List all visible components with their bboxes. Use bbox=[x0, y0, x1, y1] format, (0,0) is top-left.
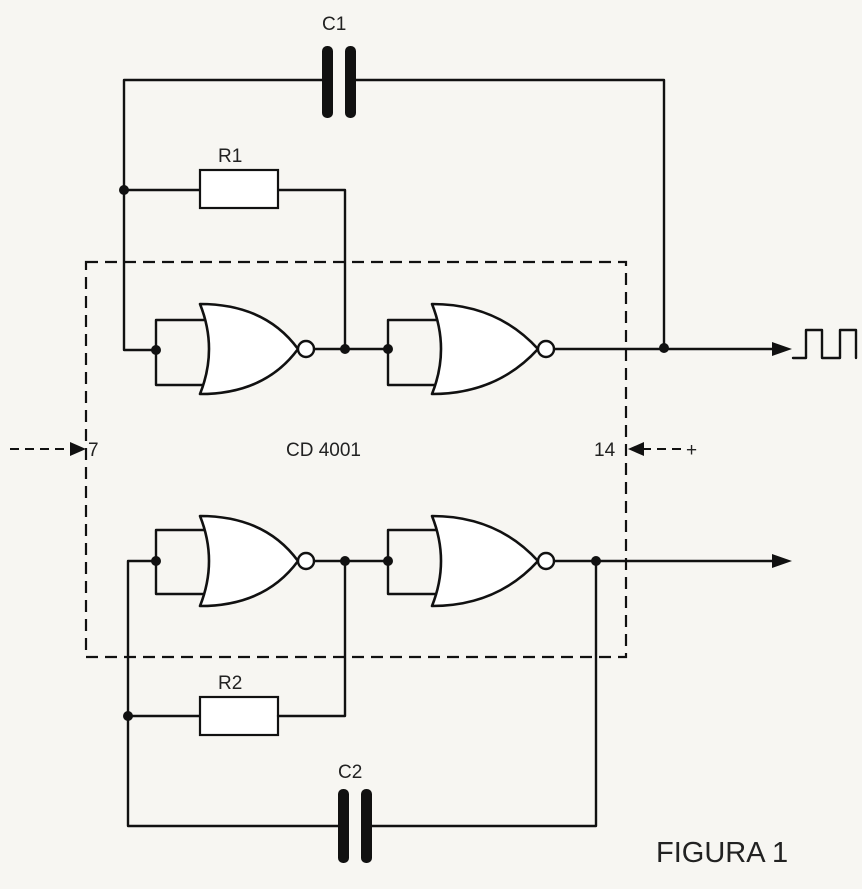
label-pin-7: 7 bbox=[88, 440, 99, 461]
square-wave-icon bbox=[791, 328, 858, 360]
nor-gate-1-bubble bbox=[296, 339, 316, 359]
junction-dot bbox=[340, 344, 350, 354]
r1-right-wire bbox=[276, 188, 347, 350]
r2-right-wire bbox=[276, 559, 347, 718]
bottom-output-arrow bbox=[772, 554, 792, 568]
ic-package-outline bbox=[84, 260, 628, 659]
junction-dot bbox=[591, 556, 601, 566]
c2-left-wire bbox=[126, 714, 342, 828]
label-plus: + bbox=[686, 440, 697, 461]
label-c1: C1 bbox=[322, 14, 346, 35]
gate2-input-bridge bbox=[386, 318, 439, 387]
nor-gate-1 bbox=[198, 302, 300, 396]
junction-dot bbox=[383, 344, 393, 354]
gate1-input-wire bbox=[122, 188, 158, 352]
nor-gate-2 bbox=[430, 302, 540, 396]
label-pin-14: 14 bbox=[594, 440, 616, 461]
junction-dot bbox=[123, 711, 133, 721]
top-output-arrow bbox=[772, 342, 792, 356]
label-ic: CD 4001 bbox=[286, 440, 361, 461]
pin7-arrow bbox=[70, 442, 86, 456]
label-r2: R2 bbox=[218, 673, 242, 694]
c2-right-wire bbox=[368, 559, 598, 828]
c1-right-wire bbox=[348, 78, 666, 350]
resistor-r1 bbox=[198, 168, 280, 210]
c1-left-wire bbox=[122, 78, 330, 192]
junction-dot bbox=[151, 345, 161, 355]
capacitor-c2 bbox=[338, 789, 372, 863]
junction-dot bbox=[151, 556, 161, 566]
nor-gate-3 bbox=[198, 514, 300, 608]
nor-gate-4-bubble bbox=[536, 551, 556, 571]
label-c2: C2 bbox=[338, 762, 362, 783]
junction-dot bbox=[383, 556, 393, 566]
junction-dot bbox=[659, 343, 669, 353]
label-r1: R1 bbox=[218, 146, 242, 167]
figure-caption: FIGURA 1 bbox=[656, 837, 788, 869]
pin14-arrow bbox=[628, 442, 644, 456]
gate4-input-bridge bbox=[386, 528, 439, 596]
nor-gate-2-bubble bbox=[536, 339, 556, 359]
junction-dot bbox=[119, 185, 129, 195]
resistor-r2 bbox=[198, 695, 280, 737]
nor-gate-3-bubble bbox=[296, 551, 316, 571]
junction-dot bbox=[340, 556, 350, 566]
gate1-input-bridge bbox=[154, 318, 207, 387]
nor-gate-4 bbox=[430, 514, 540, 608]
capacitor-c1 bbox=[322, 46, 356, 118]
gate3-input-wire bbox=[126, 559, 202, 718]
gate3-input-bridge bbox=[154, 528, 207, 596]
